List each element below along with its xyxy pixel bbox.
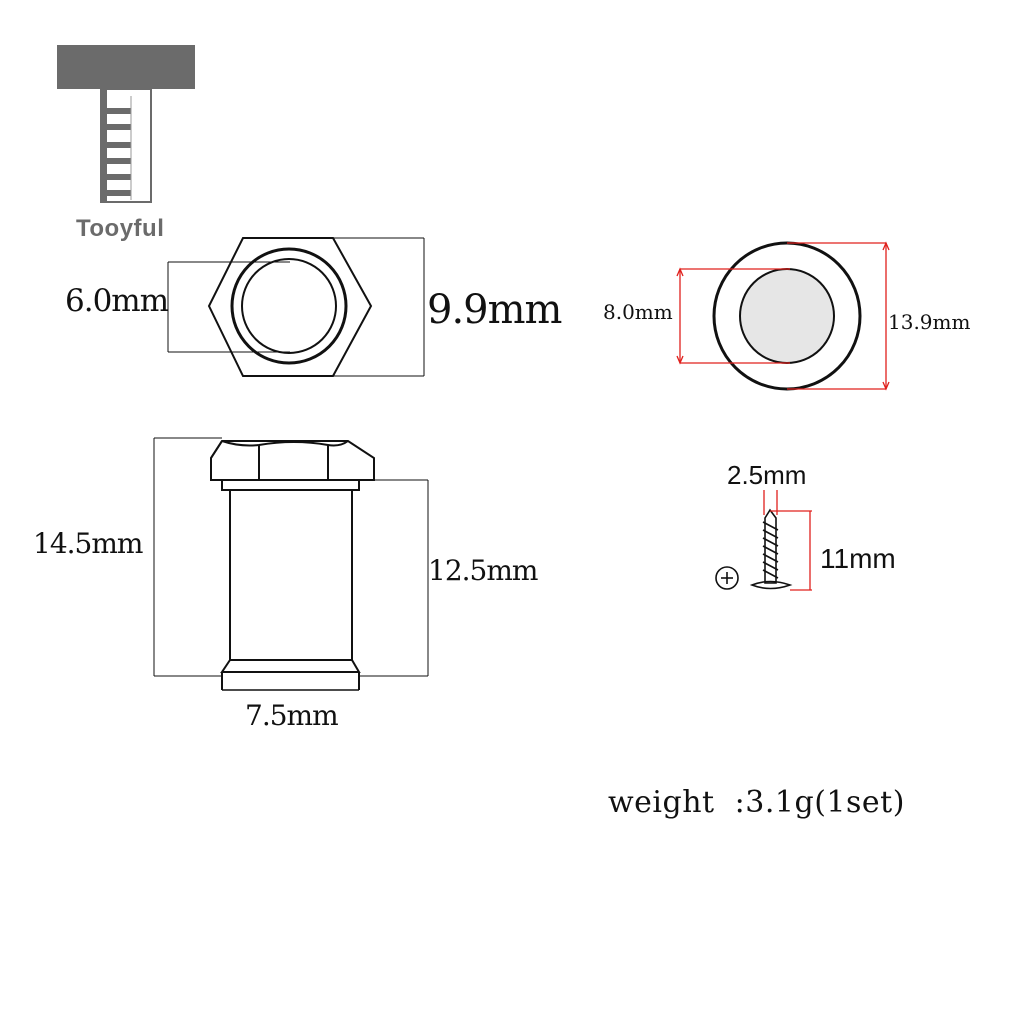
nut-outer-width-label: 9.9mm bbox=[427, 287, 562, 333]
washer-outer-diameter-label: 13.9mm bbox=[888, 310, 971, 334]
hex-nut-top-view bbox=[167, 237, 425, 377]
bushing-body-height-label: 12.5mm bbox=[428, 554, 538, 587]
screw-side-view bbox=[715, 490, 812, 591]
washer-top-view bbox=[676, 241, 890, 391]
bushing-thread-diameter-label: 7.5mm bbox=[245, 699, 339, 732]
screw-length-label: 11mm bbox=[820, 543, 896, 574]
bushing-total-height-label: 14.5mm bbox=[33, 527, 143, 560]
brand-name: Tooyful bbox=[76, 215, 165, 242]
bushing-side-view bbox=[153, 437, 429, 691]
screw-diameter-label: 2.5mm bbox=[727, 460, 807, 490]
nut-inner-diameter-label: 6.0mm bbox=[65, 283, 169, 319]
logo-icon bbox=[57, 45, 195, 203]
weight-label: weight :3.1g(1set) bbox=[608, 785, 905, 820]
washer-inner-diameter-label: 8.0mm bbox=[603, 300, 673, 324]
